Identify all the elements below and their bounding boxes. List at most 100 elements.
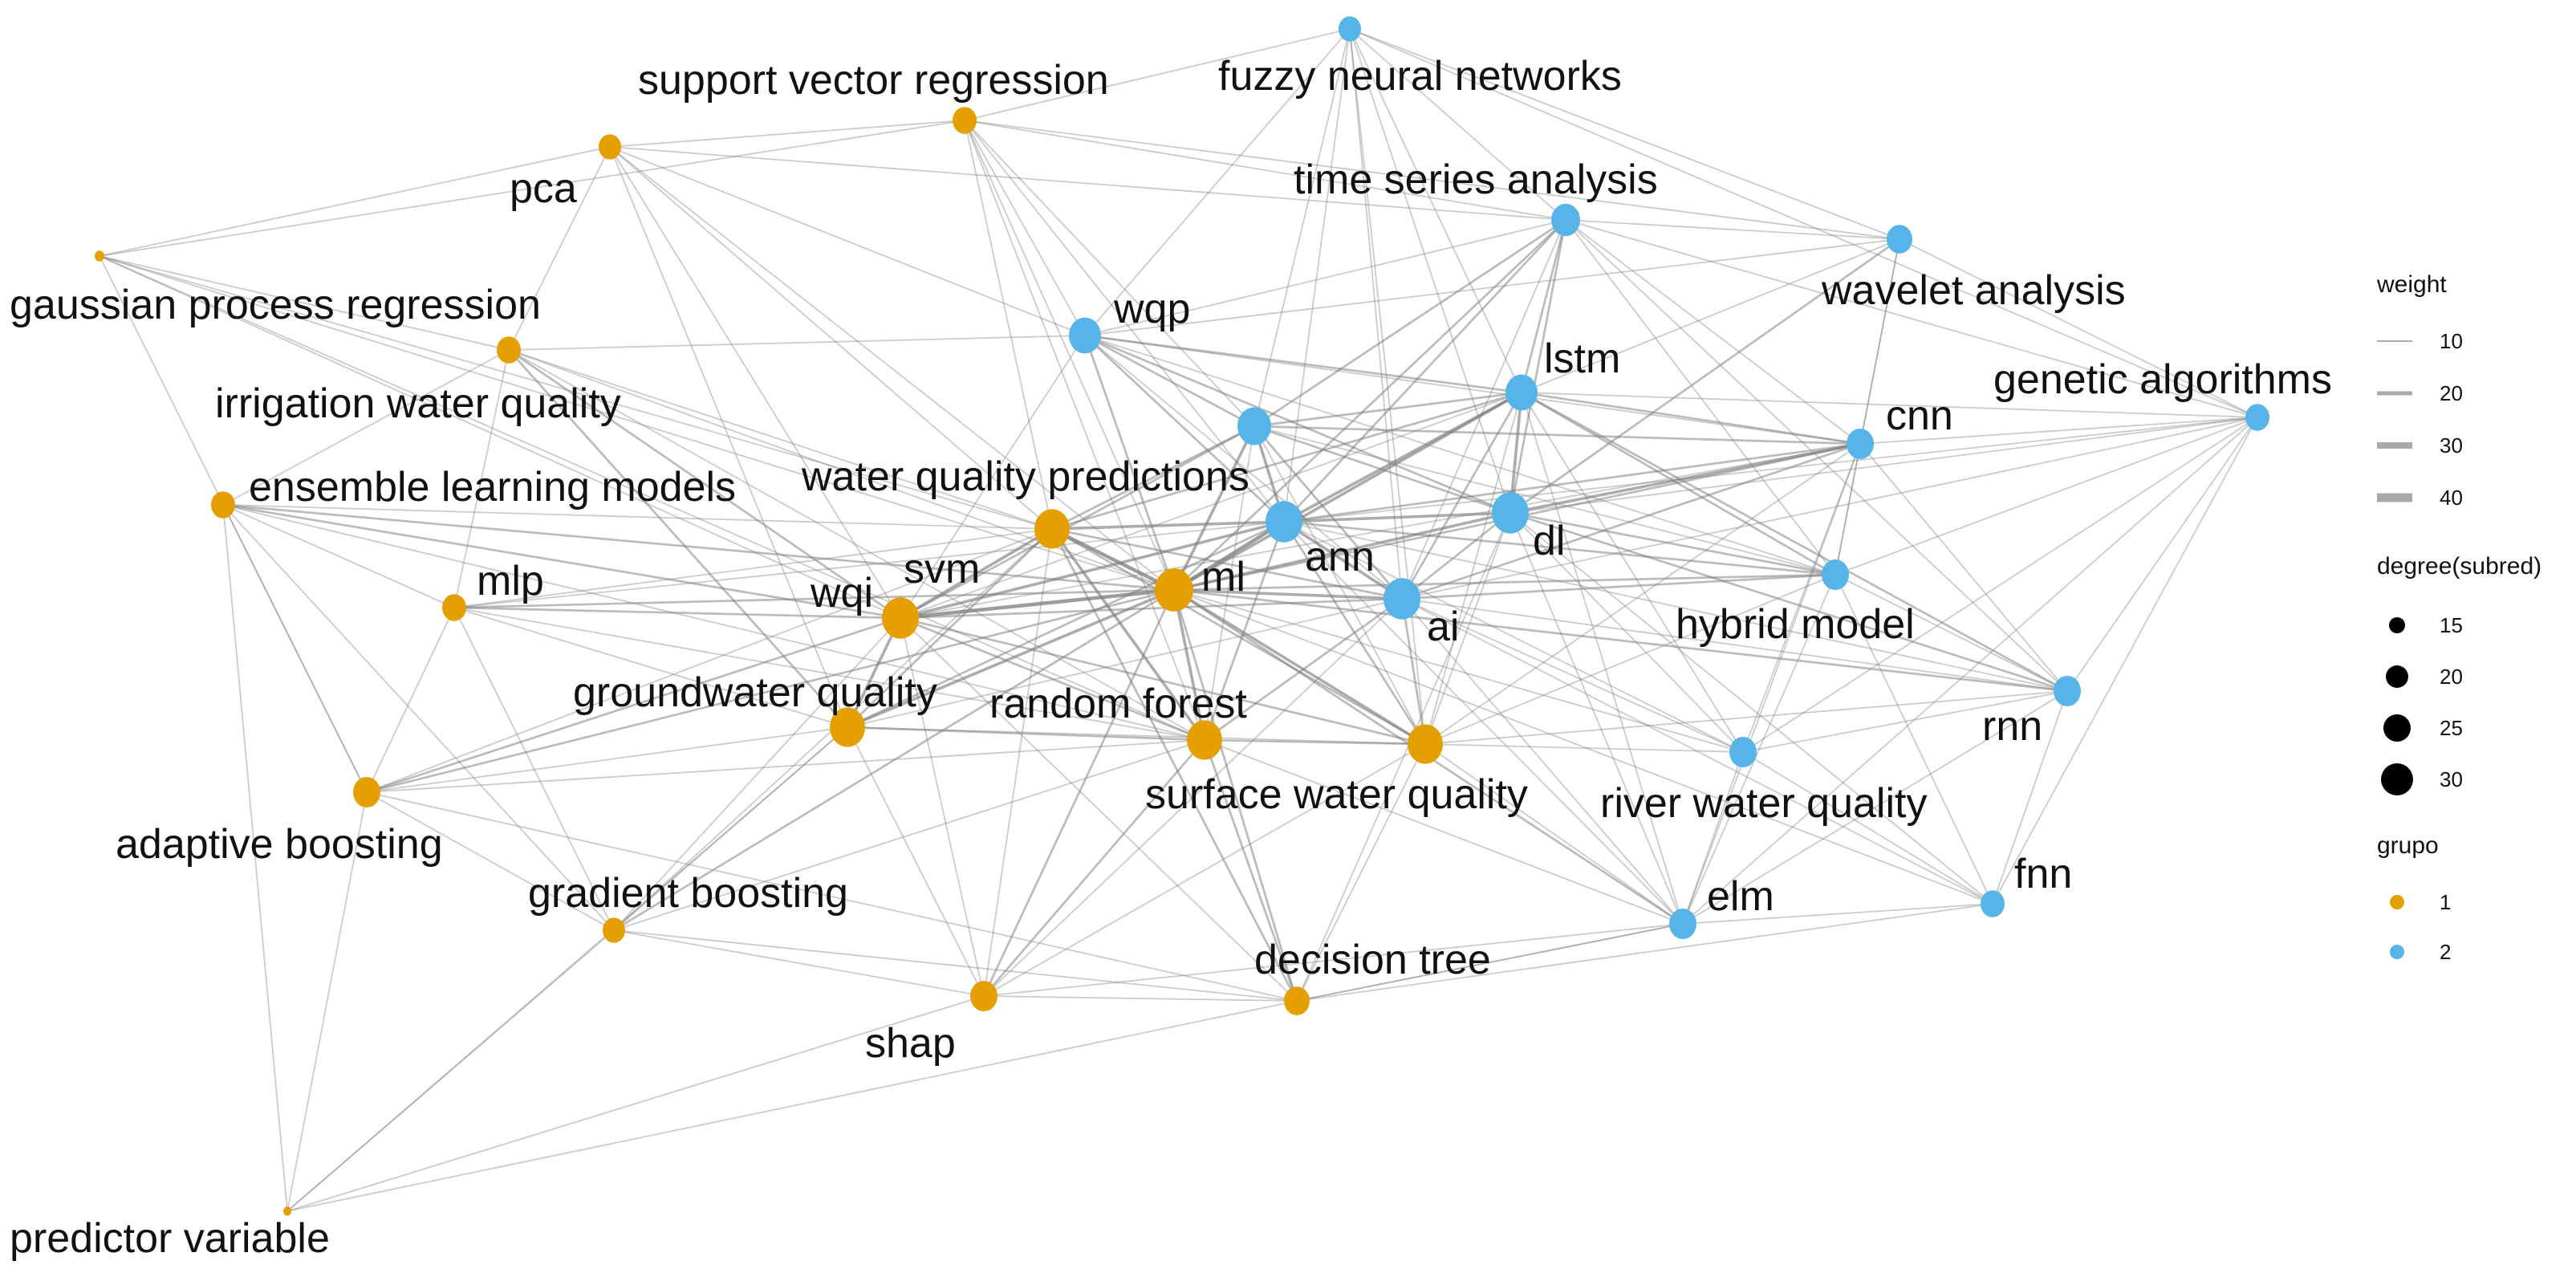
edge-ann-time_series_analysis	[1283, 219, 1566, 523]
edge-svm-ai	[1051, 527, 1403, 600]
edge-water_quality_predictions-surface_water_quality	[1253, 425, 1426, 745]
edge-gaussian_process_regression-svm	[99, 255, 1053, 530]
edge-pca-support_vector_regression	[609, 120, 965, 148]
edge-wqi-mlp	[453, 606, 901, 620]
edge-wavelet_analysis-genetic_algorithms	[1899, 238, 2258, 418]
edge-wavelet_analysis-fuzzy_neural_networks	[1349, 28, 1900, 240]
node-surface-water-quality	[1408, 724, 1443, 764]
legend-group-dot-2	[2390, 945, 2404, 959]
edge-rnn-fnn	[1992, 690, 2068, 905]
node-dl	[1492, 492, 1529, 534]
edge-gaussian_process_regression-pca	[99, 146, 611, 257]
edge-random_forest-gradient_boosting	[613, 739, 1205, 931]
edge-gradient_boosting-decision_tree	[613, 929, 1298, 1002]
node-label-predictor-variable: predictor variable	[10, 1215, 330, 1262]
edge-ml-water_quality_predictions	[1172, 425, 1256, 591]
edge-ann-river_water_quality	[1283, 521, 1744, 753]
edge-ann-wqp	[1084, 335, 1285, 523]
node-irrigation-water-quality	[497, 336, 521, 364]
edge-elm-genetic_algorithms	[1682, 417, 2258, 925]
legend-degree-label-20: 20	[2440, 665, 2463, 689]
node-hybrid-model	[1822, 559, 1849, 591]
edge-groundwater_quality-shap	[847, 726, 985, 997]
edge-ann-hybrid_model	[1283, 520, 1836, 576]
node-wavelet-analysis	[1887, 225, 1912, 254]
node-label-ml: ml	[1201, 554, 1245, 600]
edge-svm-ensemble_learning_models	[222, 504, 1053, 530]
edge-ann-groundwater_quality	[847, 520, 1285, 729]
node-svm	[1034, 509, 1070, 549]
node-label-wavelet-analysis: wavelet analysis	[1821, 267, 2126, 314]
edge-ann-genetic_algorithms	[1283, 417, 2258, 523]
edge-ml-river_water_quality	[1173, 589, 1744, 753]
edge-cnn-time_series_analysis	[1565, 219, 1861, 445]
edge-dl-elm	[1509, 512, 1684, 925]
edge-ann-random_forest	[1203, 521, 1286, 741]
edge-ml-rnn	[1173, 588, 2068, 693]
node-label-mlp: mlp	[477, 558, 544, 604]
edge-wqi-pca	[609, 146, 901, 619]
node-elm	[1669, 908, 1696, 940]
edge-hybrid_model-elm	[1682, 574, 1836, 925]
edge-gaussian_process_regression-random_forest	[99, 255, 1205, 741]
edge-wqp-hybrid_model	[1084, 335, 1836, 575]
node-predictor-variable	[283, 1206, 291, 1216]
edge-rnn-river_water_quality	[1742, 690, 2068, 753]
edge-surface_water_quality-cnn	[1424, 443, 1861, 745]
edge-shap-ai	[983, 598, 1403, 997]
edge-gaussian_process_regression-support_vector_regression	[99, 120, 965, 257]
edge-ann-cnn	[1283, 442, 1861, 523]
edge-time_series_analysis-rnn	[1565, 219, 2068, 692]
edge-wqp-wavelet_analysis	[1084, 238, 1900, 336]
edge-svm-shap	[983, 528, 1053, 997]
node-label-random-forest: random forest	[989, 681, 1247, 727]
edge-time_series_analysis-genetic_algorithms	[1565, 219, 2258, 418]
node-label-irrigation-water-quality: irrigation water quality	[215, 380, 621, 427]
node-label-shap: shap	[865, 1020, 956, 1067]
edge-wqp-cnn	[1084, 335, 1861, 445]
node-rnn	[2054, 675, 2081, 707]
legend-degree-dot-15	[2389, 617, 2405, 633]
node-label-fuzzy-neural-networks: fuzzy neural networks	[1218, 53, 1622, 100]
edge-fnn-decision_tree	[1296, 903, 1993, 1002]
edge-wqp-time_series_analysis	[1084, 219, 1566, 336]
edge-svm-random_forest	[1050, 527, 1206, 742]
node-time-series-analysis	[1551, 203, 1580, 237]
edge-mlp-ensemble_learning_models	[222, 504, 455, 608]
edge-wqi-water_quality_predictions	[900, 425, 1255, 620]
node-wqi	[882, 597, 919, 639]
legend-degree-label-15: 15	[2440, 613, 2463, 637]
edge-dl-genetic_algorithms	[1509, 417, 2258, 514]
node-label-water-quality-predictions: water quality predictions	[801, 453, 1249, 500]
edge-support_vector_regression-ann	[964, 120, 1285, 523]
node-water-quality-predictions	[1237, 407, 1271, 445]
node-pca	[599, 134, 621, 160]
node-adaptive-boosting	[353, 776, 380, 808]
edge-surface_water_quality-river_water_quality	[1424, 743, 1744, 753]
node-gaussian-process-regression	[95, 250, 104, 262]
node-cnn	[1847, 428, 1874, 460]
edge-gradient_boosting-shap	[613, 929, 985, 997]
edge-wqp-irrigation_water_quality	[508, 335, 1086, 351]
edge-groundwater_quality-gradient_boosting	[613, 726, 848, 931]
edge-lstm-elm	[1521, 392, 1684, 925]
edge-dl-fnn	[1509, 512, 1993, 905]
edge-fuzzy_neural_networks-ai	[1349, 28, 1403, 600]
edge-wqi-ai	[900, 597, 1403, 620]
edge-support_vector_regression-wavelet_analysis	[964, 120, 1900, 240]
edge-gradient_boosting-predictor_variable	[286, 929, 615, 1212]
edge-ai-surface_water_quality	[1400, 598, 1427, 745]
legend-weight-label-10: 10	[2440, 329, 2463, 353]
edge-dl-water_quality_predictions	[1253, 425, 1511, 514]
edge-decision_tree-predictor_variable	[286, 1000, 1298, 1212]
node-decision-tree	[1284, 986, 1310, 1015]
edge-dl-hybrid_model	[1509, 511, 1836, 576]
edge-dl-ai	[1401, 511, 1511, 600]
edge-ml-surface_water_quality	[1173, 588, 1426, 746]
edge-wqi-cnn	[900, 443, 1861, 619]
node-label-hybrid-model: hybrid model	[1676, 601, 1915, 648]
edge-ai-random_forest	[1204, 597, 1403, 742]
node-label-genetic-algorithms: genetic algorithms	[1993, 356, 2332, 403]
edge-groundwater_quality-surface_water_quality	[847, 726, 1426, 745]
